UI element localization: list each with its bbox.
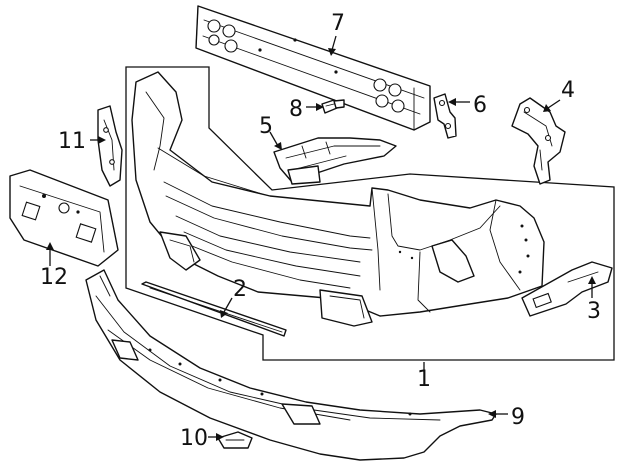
lower-valance (85, 269, 497, 461)
trim-strip (141, 281, 287, 337)
callout-12: 12 (40, 265, 68, 290)
reinforcement-bar (195, 5, 431, 131)
callout-labels: 1 2 3 4 5 6 7 8 9 10 11 12 (40, 11, 601, 451)
callout-7: 7 (331, 11, 345, 36)
callout-1: 1 (417, 367, 431, 392)
center-bracket (273, 137, 397, 185)
callout-2: 2 (233, 277, 247, 302)
callout-9: 9 (511, 405, 525, 430)
callout-3: 3 (587, 299, 601, 324)
side-bracket (511, 97, 566, 185)
callout-5: 5 (259, 114, 273, 139)
lower-bracket (521, 261, 613, 317)
bolt (321, 99, 345, 114)
side-guide (97, 105, 123, 187)
leader-lines (46, 35, 596, 441)
callout-8: 8 (289, 97, 303, 122)
clip (217, 431, 253, 449)
assembly-frame (125, 66, 615, 361)
callout-4: 4 (561, 78, 575, 103)
callout-10: 10 (180, 426, 208, 451)
front-fascia (131, 71, 545, 327)
callout-11: 11 (58, 129, 86, 154)
license-plate-bracket (9, 169, 119, 267)
callout-6: 6 (473, 93, 487, 118)
small-bracket (433, 93, 457, 139)
